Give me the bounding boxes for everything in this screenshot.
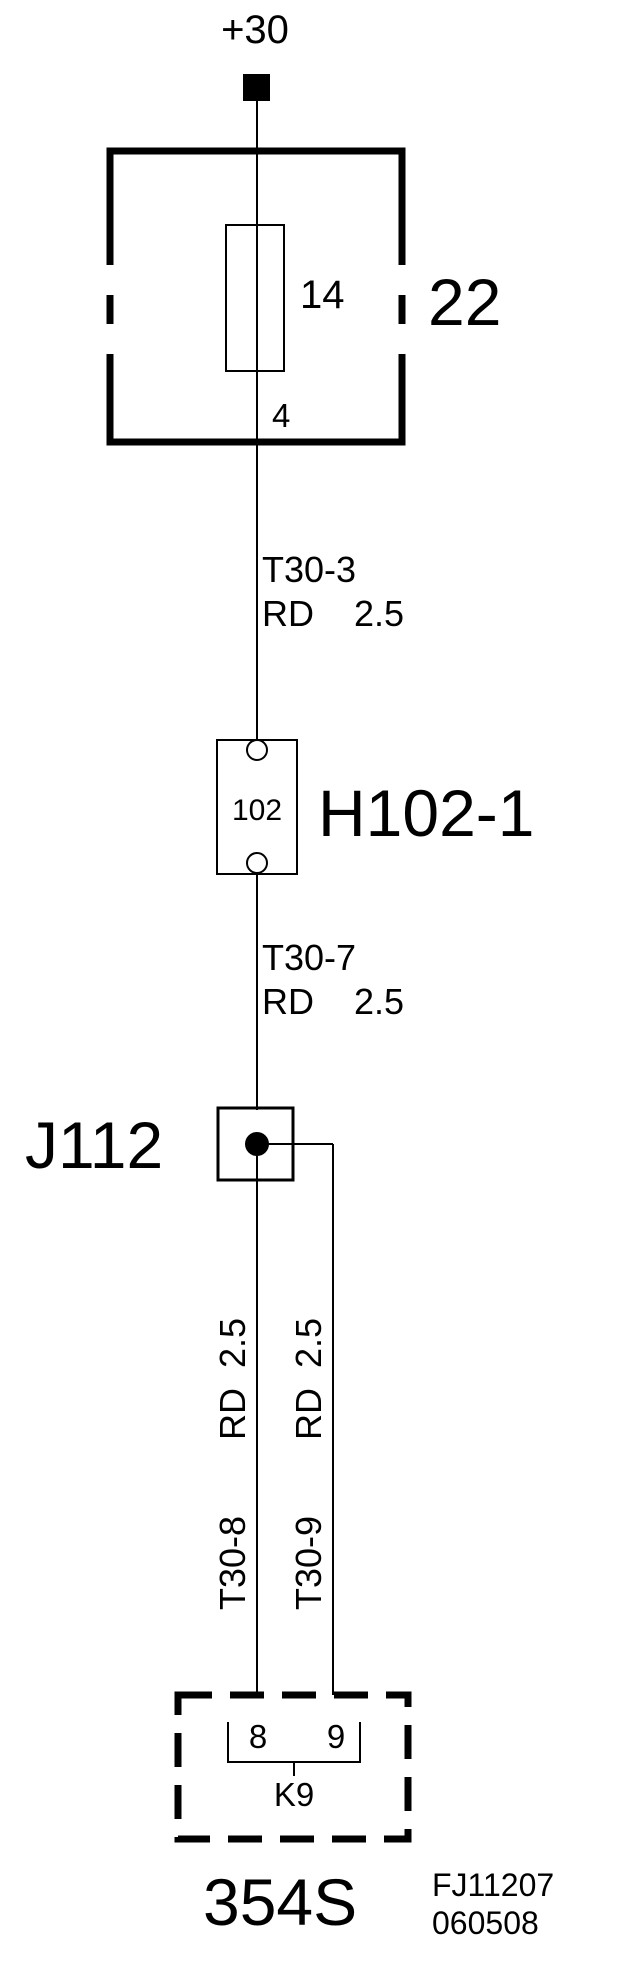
component-connector-name: K9 <box>274 1776 314 1813</box>
wire-3-spec: RD 2.5 <box>212 1318 253 1440</box>
supply-label: +30 <box>221 8 289 52</box>
connector-pin-bottom <box>246 852 268 874</box>
fuse-box <box>106 147 406 446</box>
connector-id: H102-1 <box>318 776 534 850</box>
supply-terminal <box>243 74 270 101</box>
wire-2-spec: RD 2.5 <box>262 981 404 1022</box>
wire-1-id: T30-3 <box>262 549 356 590</box>
fuse-number: 14 <box>300 273 345 317</box>
component-pin-b: 9 <box>327 1718 345 1755</box>
drawing-ref-date: 060508 <box>432 1905 539 1941</box>
fuse-pin: 4 <box>272 397 290 434</box>
junction-id: J112 <box>25 1108 163 1182</box>
component-box <box>174 1691 412 1843</box>
drawing-ref-code: FJ11207 <box>432 1867 554 1903</box>
wire-4-spec: RD 2.5 <box>288 1318 329 1440</box>
wire-1-spec: RD 2.5 <box>262 593 404 634</box>
fuse-element <box>225 224 285 372</box>
connector-pin-top <box>246 739 268 761</box>
component-pin-a: 8 <box>249 1718 267 1755</box>
wire-3-id: T30-8 <box>212 1516 253 1610</box>
fuse-box-id: 22 <box>428 265 501 339</box>
connector-pin-number: 102 <box>232 794 282 827</box>
wire-2-id: T30-7 <box>262 937 356 978</box>
wire-4-id: T30-9 <box>288 1516 329 1610</box>
component-id: 354S <box>203 1865 357 1939</box>
